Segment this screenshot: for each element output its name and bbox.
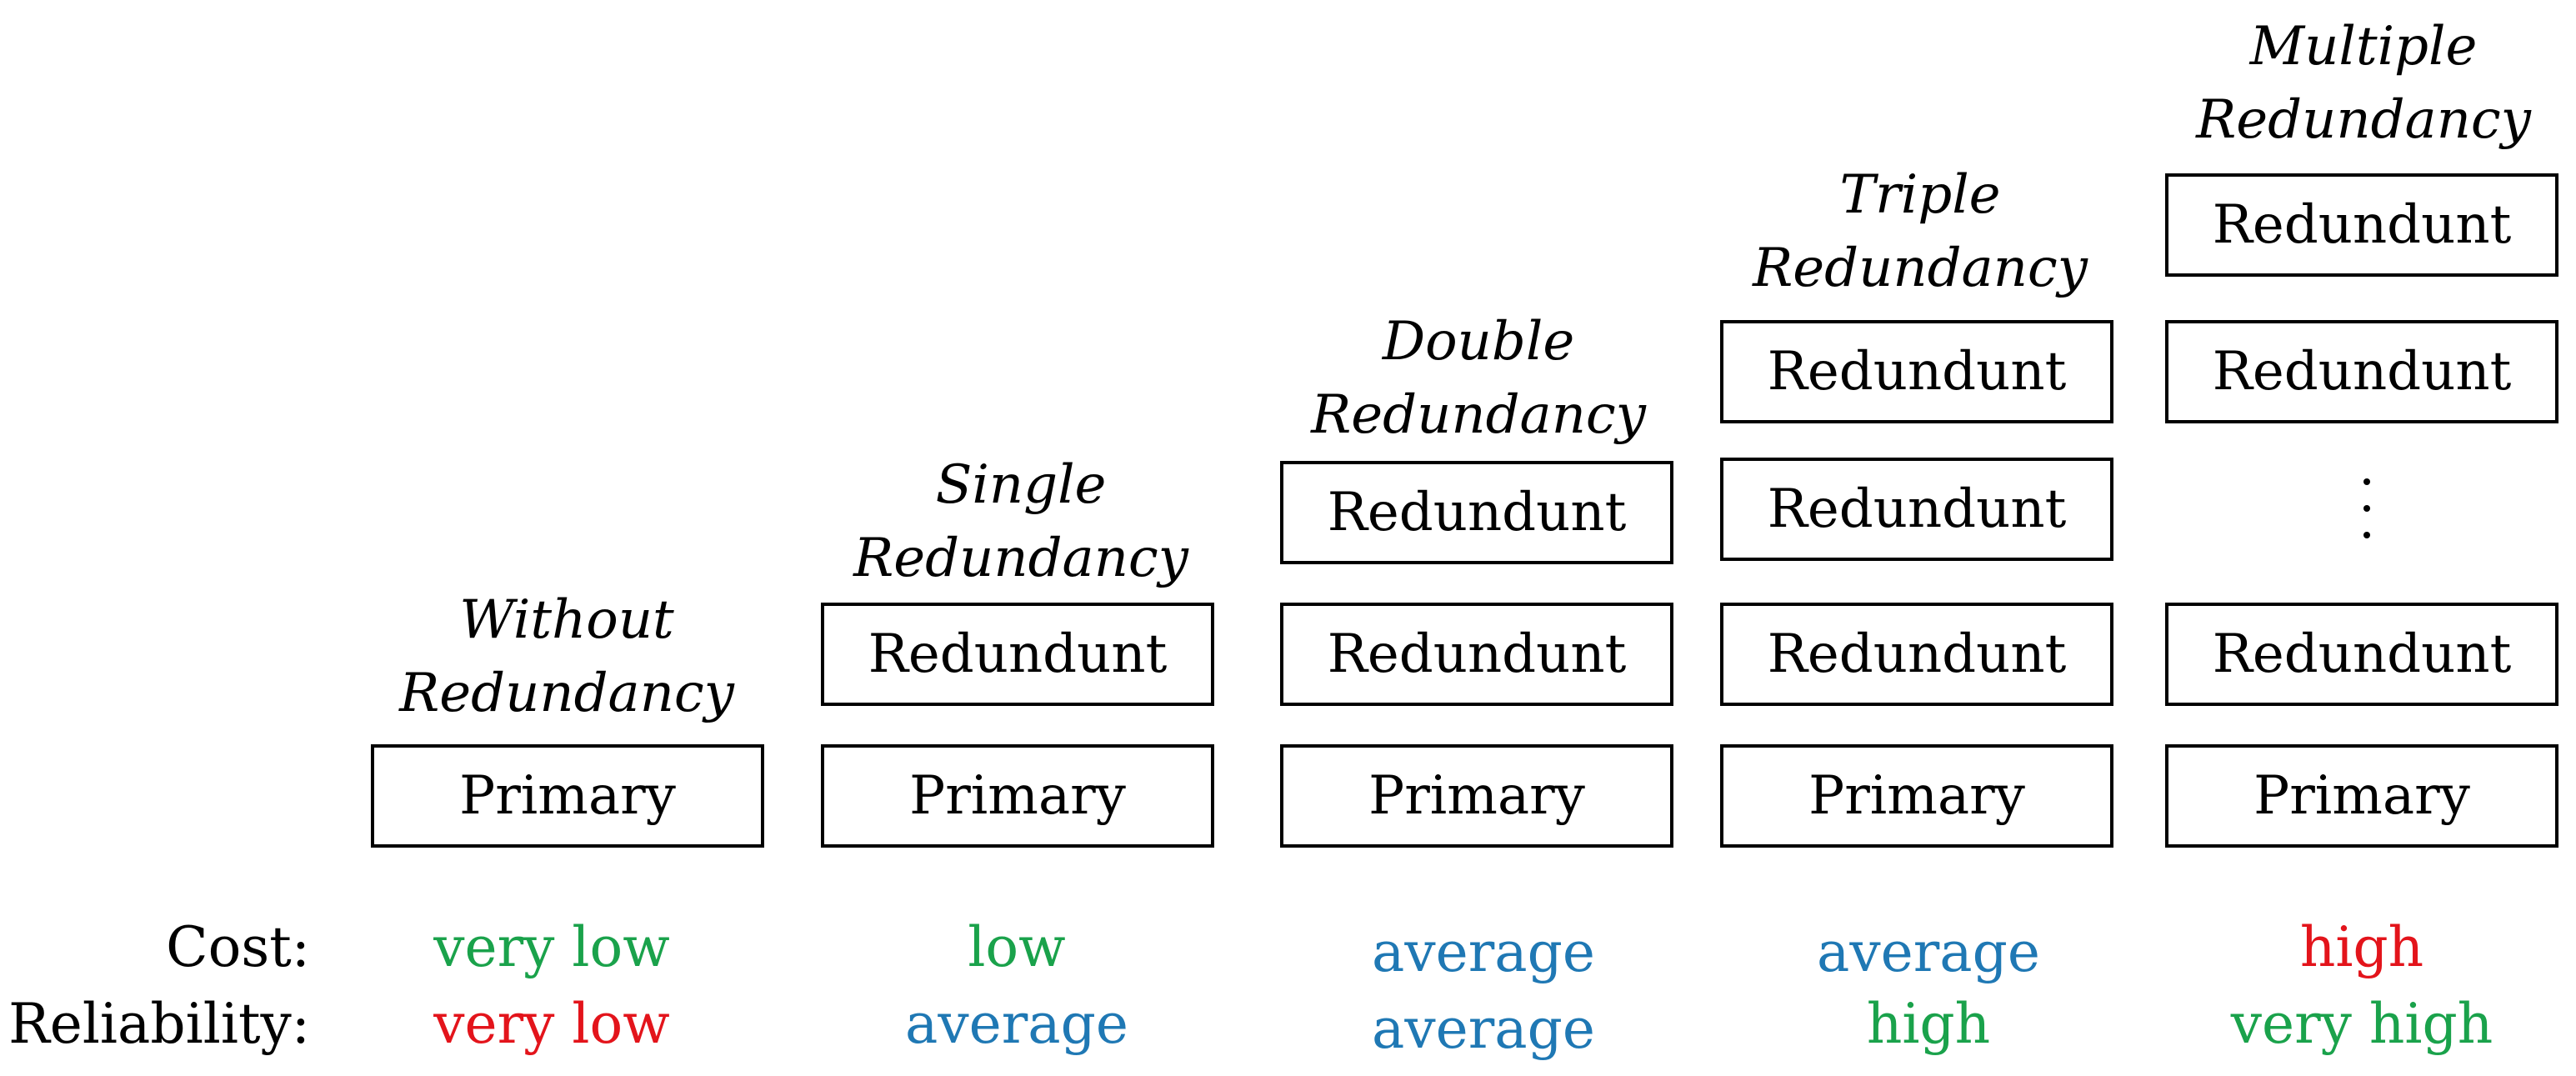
cost-value: very low [433, 915, 670, 979]
primary-box: Primary [1280, 744, 1673, 848]
redundant-box: Redundunt [1720, 458, 2113, 561]
title-line: Single [935, 454, 1107, 516]
cost-value: average [1817, 920, 2040, 984]
ellipsis-dot [2363, 532, 2370, 538]
title-single-redundancy: Single Redundancy [821, 448, 1221, 595]
reliability-value: high [1866, 992, 1991, 1056]
reliability-value: very low [433, 992, 670, 1056]
title-line: Multiple [2249, 16, 2478, 78]
title-triple-redundancy: Triple Redundancy [1720, 158, 2120, 305]
reliability-value: average [905, 992, 1128, 1056]
title-multiple-redundancy: Multiple Redundancy [2163, 10, 2563, 157]
ellipsis-dot [2363, 505, 2370, 512]
redundant-box: Redundunt [1280, 461, 1673, 564]
ellipsis-dot [2363, 478, 2370, 485]
reliability-label: Reliability: [8, 992, 310, 1056]
title-line: Double [1382, 311, 1575, 373]
primary-box: Primary [1720, 744, 2113, 848]
primary-box: Primary [821, 744, 1214, 848]
reliability-value: very high [2230, 992, 2493, 1056]
redundant-box: Redundunt [821, 603, 1214, 706]
cost-label: Cost: [166, 915, 310, 979]
title-double-redundancy: Double Redundancy [1278, 305, 1678, 452]
title-line: Triple [1839, 164, 2001, 226]
primary-box: Primary [371, 744, 764, 848]
primary-box: Primary [2165, 744, 2558, 848]
redundant-box: Redundunt [2165, 173, 2558, 277]
title-line: Redundancy [1311, 384, 1646, 446]
title-line: Redundancy [2196, 89, 2531, 151]
redundant-box: Redundunt [1720, 320, 2113, 423]
redundant-box: Redundunt [1280, 603, 1673, 706]
title-without-redundancy: Without Redundancy [367, 583, 767, 730]
redundant-box: Redundunt [1720, 603, 2113, 706]
cost-value: high [2299, 915, 2424, 979]
cost-value: low [968, 915, 1066, 979]
title-line: Redundancy [1753, 238, 2088, 299]
redundant-box: Redundunt [2165, 320, 2558, 423]
redundant-box: Redundunt [2165, 603, 2558, 706]
cost-value: average [1372, 920, 1595, 984]
reliability-value: average [1372, 997, 1595, 1061]
title-line: Redundancy [399, 663, 734, 724]
title-line: Without [459, 589, 674, 651]
title-line: Redundancy [853, 528, 1188, 589]
